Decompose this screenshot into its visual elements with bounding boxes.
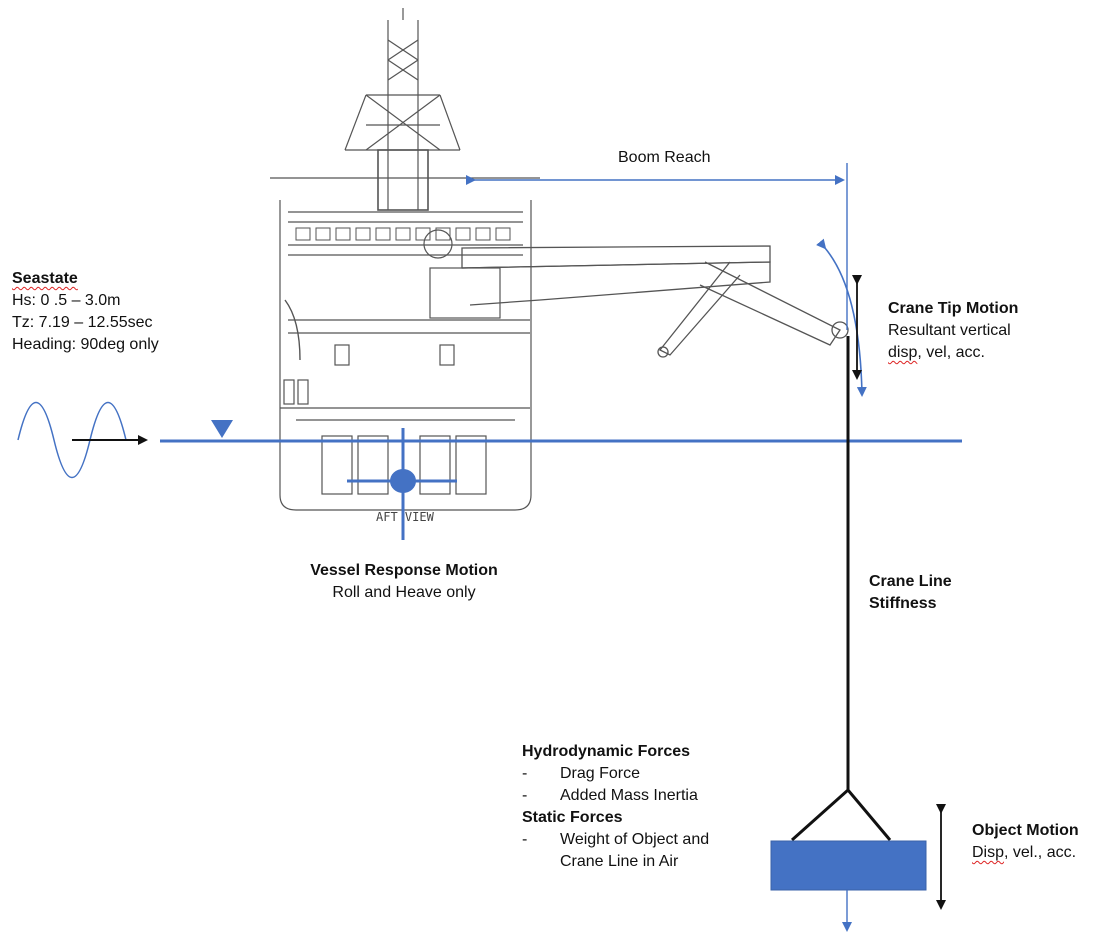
vessel-drawing: AFT VIEW — [270, 8, 540, 524]
object-motion-disp: Disp — [972, 844, 1004, 861]
hydro-forces-title: Hydrodynamic Forces — [522, 741, 709, 763]
crane-line-label-2: Stiffness — [869, 593, 952, 615]
object-motion-rest: , vel., acc. — [1004, 844, 1076, 861]
seastate-block: Seastate Hs: 0 .5 – 3.0m Tz: 7.19 – 12.5… — [12, 268, 159, 356]
object-motion-block: Object Motion Disp, vel., acc. — [972, 820, 1079, 864]
object-rigging — [792, 790, 890, 840]
crane-boom — [462, 246, 848, 357]
static-item-weight: -Weight of Object and — [522, 829, 709, 851]
vessel-response-subtitle: Roll and Heave only — [302, 582, 506, 604]
water-level-marker — [211, 420, 233, 438]
window-row — [296, 228, 510, 240]
forces-block: Hydrodynamic Forces -Drag Force -Added M… — [522, 741, 709, 873]
boom-reach-label: Boom Reach — [618, 147, 711, 169]
crane-tip-disp: disp — [888, 344, 917, 361]
static-forces-title: Static Forces — [522, 807, 709, 829]
object-motion-line: Disp, vel., acc. — [972, 842, 1079, 864]
static-item-weight-cont: Crane Line in Air — [522, 851, 709, 873]
crane-tip-rest: , vel, acc. — [917, 344, 985, 361]
seastate-hs: Hs: 0 .5 – 3.0m — [12, 290, 159, 312]
crane-line-label-1: Crane Line — [869, 571, 952, 593]
seastate-tz: Tz: 7.19 – 12.55sec — [12, 312, 159, 334]
aft-view-label: AFT VIEW — [376, 510, 435, 524]
seastate-heading: Heading: 90deg only — [12, 334, 159, 356]
crane-tip-block: Crane Tip Motion Resultant vertical disp… — [888, 298, 1018, 364]
seastate-title: Seastate — [12, 268, 159, 290]
lifted-object — [771, 841, 926, 890]
vessel-motion-axes — [347, 428, 457, 540]
object-motion-title: Object Motion — [972, 820, 1079, 842]
crane-line-block: Crane Line Stiffness — [869, 571, 952, 615]
crane-tip-line1: Resultant vertical — [888, 320, 1018, 342]
crane-tip-line2: disp, vel, acc. — [888, 342, 1018, 364]
hydro-item-added-mass: -Added Mass Inertia — [522, 785, 709, 807]
crane-tip-title: Crane Tip Motion — [888, 298, 1018, 320]
vessel-response-block: Vessel Response Motion Roll and Heave on… — [302, 560, 506, 604]
vessel-response-title: Vessel Response Motion — [302, 560, 506, 582]
hydro-item-drag: -Drag Force — [522, 763, 709, 785]
